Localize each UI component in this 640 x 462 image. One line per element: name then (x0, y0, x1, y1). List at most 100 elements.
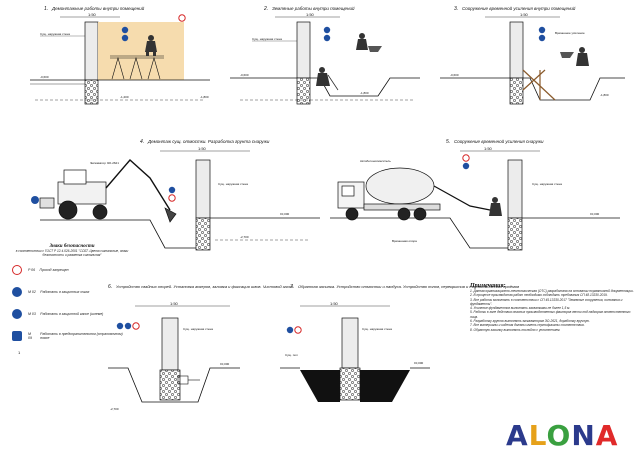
legend-item-text: Работать в защитных очках (40, 290, 90, 294)
stage-2-number: 2. (263, 6, 268, 12)
legend-subtitle: в соответствии с ГОСТ Р 12.4.026-2001 "С… (15, 249, 129, 257)
stage-1-number: 1. (44, 6, 48, 12)
stage-2-elev-b: -1,800 (360, 91, 369, 95)
stage-1-elev-b: -1,200 (120, 95, 129, 99)
stage-2-wall-label: Сущ. наружная стена (252, 37, 282, 41)
stage-7-section: 7. Обратная засыпка. Устройство отмостки… (280, 284, 519, 402)
brand-logo: ALONA (506, 419, 618, 452)
stage-7-scale: 1:50 (330, 301, 339, 306)
stage-2-sign-goggles (323, 34, 331, 42)
stage-6-elev-a: ±0,000 (220, 362, 229, 366)
stage-3-title: Сооружение временной усиления внутри пом… (462, 5, 576, 11)
notes-block: Примечания: 1. Данная организационно-тех… (470, 283, 635, 332)
stage-5-scaffold-label: Временная опора (392, 239, 417, 243)
stage-3-worker (560, 47, 589, 66)
stage-2-wall (296, 21, 311, 79)
stage-6-title: Устройство свайных опорей. Установка анк… (116, 284, 294, 289)
stage-4-foundation (195, 217, 211, 251)
stage-1-sign-prohibit (178, 14, 186, 22)
legend-item-code: P 06 (28, 268, 36, 272)
stage-7-wall-label: Сущ. наружная стена (362, 327, 392, 331)
stage-3-sign-helmet (538, 26, 546, 34)
stage-6-foundation (159, 369, 181, 401)
stage-1-worker (145, 35, 157, 56)
stage-6-anchor (177, 375, 200, 385)
logo-letter: A (595, 419, 619, 452)
stage-3-scale: 1:50 (520, 12, 529, 17)
stage-1-scaffold (110, 55, 164, 80)
stage-5-worker (489, 197, 502, 216)
stage-5-sign-prohibit (462, 154, 470, 162)
stage-7-title: Обратная засыпка. Устройство отмостки и … (298, 284, 519, 289)
legend-item-m02: M 02 Работать в защитных очках (12, 283, 132, 301)
stage-7-backfill-right (360, 370, 410, 402)
stage-6-elev-b: -2,700 (110, 407, 119, 411)
stage-3-bracing-label: Временное усиление (555, 31, 585, 35)
legend-item-text: Проход запрещен (39, 268, 69, 272)
stage-7-sign-helmet (286, 326, 294, 334)
legend-item-text: Работать в предохранительном (страховочн… (40, 332, 123, 340)
stage-2-elev-a: -0,600 (240, 73, 249, 77)
logo-letter: O (546, 419, 572, 452)
stage-4-elev-a: ±0,000 (280, 212, 289, 216)
legend-item-m03: M 03 Работать в защитной каске (шлеме) (12, 305, 132, 323)
logo-letter: A (506, 419, 529, 452)
stage-5-wall-label: Сущ. наружная стена (532, 182, 562, 186)
legend-item-code: M 03 (28, 312, 36, 316)
stage-2-section: 2. Земляные работы внутри помещений 1:50… (230, 5, 420, 105)
stage-6-sign-goggles (124, 322, 132, 330)
notes-line: 7. Все материалы и изделия должны иметь … (470, 323, 585, 328)
stage-5-foundation (507, 217, 523, 251)
stage-3-elev-a: -0,600 (450, 73, 459, 77)
stage-1-sign-helmet (121, 26, 129, 34)
stage-5-section: 5. Сооружение временной усиления снаружи… (330, 138, 620, 251)
stage-2-foundation (296, 77, 311, 105)
logo-letter: L (528, 419, 547, 452)
stage-5-title: Сооружение временной усиления снаружи (454, 138, 544, 144)
prohibit-sign-icon (12, 265, 22, 275)
stage-1-elev-c: -1,800 (200, 95, 209, 99)
legend-item-m09: M 09 Работать в предохранительном (страх… (12, 327, 132, 345)
notes-line: 4. Усиление фундаментов выполнять захват… (470, 306, 571, 311)
stage-6-wall-label: Сущ. наружная стена (183, 327, 213, 331)
stage-7-elev-a: ±0,000 (414, 361, 423, 365)
stage-2-worker (316, 67, 339, 91)
stage-6-sign-helmet (116, 322, 124, 330)
stage-4-wall (195, 159, 211, 219)
stage-5-scale: 1:50 (484, 146, 493, 151)
stage-1-elev-a: -0,600 (40, 75, 49, 79)
stage-5-number: 5. (446, 139, 450, 145)
stage-2-sign-helmet (323, 26, 331, 34)
legend-item-p06: P 06 Проход запрещен (12, 261, 132, 279)
stage-7-sign-prohibit (294, 326, 302, 334)
stage-2-wheelbarrow-worker (356, 33, 382, 52)
logo-letter: N (571, 419, 596, 452)
stage-6-section: 6. Устройство свайных опорей. Установка … (108, 284, 294, 411)
stage-3-section: 3. Сооружение временной усиления внутри … (440, 5, 625, 105)
helmet-sign-icon (12, 309, 22, 319)
stage-4-sign-prohibit (168, 194, 176, 202)
stage-4-sign-helmet (31, 196, 39, 204)
stage-4-elev-b: -2,700 (240, 235, 249, 239)
stage-1-wall-label: Сущ. наружная стена (40, 32, 70, 36)
stage-4-wall-label: Сущ. наружная стена (218, 182, 248, 186)
stage-1-wall (84, 21, 99, 81)
notes-title: Примечания: (470, 283, 506, 289)
stage-2-title: Земляные работы внутри помещений (272, 5, 355, 11)
stage-1-sign-goggles (121, 34, 129, 42)
stage-5-sign-helmet (462, 162, 470, 170)
stage-5-elev-a: ±0,000 (590, 212, 599, 216)
stage-1-foundation (84, 79, 99, 105)
stage-1-section: 1. Демонтажные работы внутри помещений 1… (30, 5, 210, 105)
stage-6-wall (161, 317, 179, 371)
page-number: 1 (18, 350, 21, 355)
stage-1-work-zone (98, 22, 184, 80)
stage-4-sign-goggles (168, 186, 176, 194)
stage-3-number: 3. (454, 6, 458, 12)
excavator (39, 158, 177, 223)
legend-title: Знаки безопасности (49, 244, 95, 249)
stage-4-excavator-label: Экскаватор ЭО-2621 (90, 161, 119, 165)
stage-6-sign-prohibit (132, 322, 140, 330)
stage-1-scale: 1:50 (88, 12, 97, 17)
stage-4-scale: 1:50 (198, 146, 207, 151)
